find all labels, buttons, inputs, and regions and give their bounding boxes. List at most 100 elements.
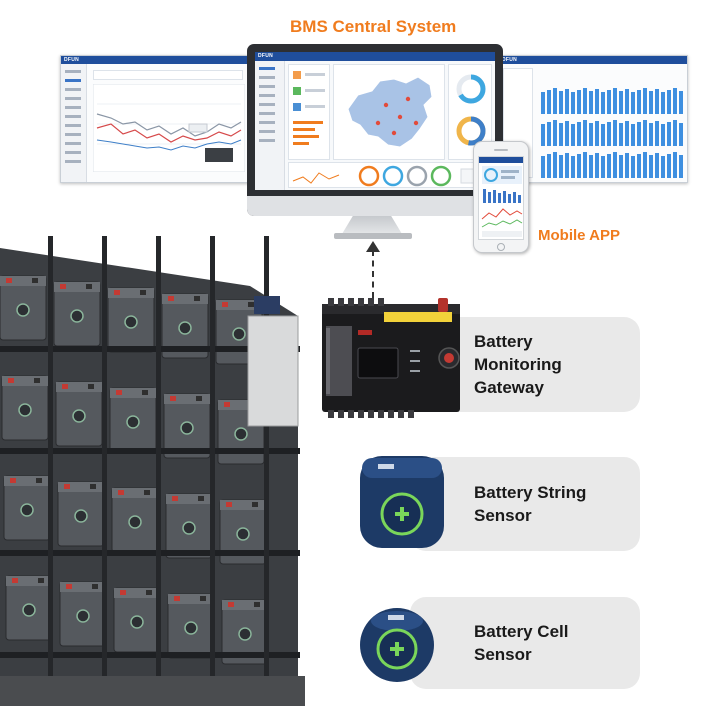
- cell-bar: [559, 91, 563, 114]
- string-sensor-label-bar: Battery String Sensor: [410, 457, 640, 551]
- cell-bar: [571, 124, 575, 146]
- cell-bar: [547, 122, 551, 146]
- cell-bar: [577, 90, 581, 114]
- cell-bar: [601, 124, 605, 146]
- cell-bar: [547, 90, 551, 114]
- cell-bar: [601, 156, 605, 178]
- cell-bar: [571, 92, 575, 114]
- dashed-up-arrow-icon: [366, 241, 380, 252]
- cell-voltage-bar-grid: [541, 88, 683, 178]
- battery-monitoring-gateway-device: [322, 298, 460, 418]
- gauge-row: [288, 162, 492, 188]
- cell-bar: [553, 88, 557, 114]
- cell-bar: [589, 123, 593, 146]
- monitor: DFUN: [247, 44, 503, 216]
- cell-bar: [565, 89, 569, 114]
- cell-bar: [667, 154, 671, 178]
- monitor-stand-base: [334, 233, 412, 239]
- cell-bar: [583, 152, 587, 178]
- cell-bar: [673, 152, 677, 178]
- cell-bar: [637, 122, 641, 146]
- string-sensor-label: Battery String Sensor: [474, 483, 587, 525]
- cell-bar: [559, 123, 563, 146]
- cell-bar: [595, 153, 599, 178]
- cell-bar: [547, 154, 551, 178]
- cell-bar: [595, 121, 599, 146]
- cell-bar: [679, 155, 683, 178]
- cell-bar: [553, 152, 557, 178]
- cell-bar: [601, 92, 605, 114]
- screen-topbar: DFUN: [499, 56, 687, 64]
- cell-bar: [679, 123, 683, 146]
- cell-bar: [649, 155, 653, 178]
- monitor-screen: DFUN: [255, 52, 495, 190]
- screen-logo: DFUN: [64, 57, 80, 63]
- history-chart-screen: DFUN: [60, 55, 250, 183]
- cell-bar: [625, 121, 629, 146]
- monitor-stand: [342, 216, 402, 234]
- site-map-panel: [333, 64, 445, 160]
- mobile-phone: [473, 141, 529, 253]
- connection-line: [372, 250, 374, 298]
- monitor-chin: [247, 196, 503, 216]
- cell-bar: [577, 122, 581, 146]
- cell-bar: [631, 156, 635, 178]
- plus-icon: [395, 507, 409, 521]
- cell-bar: [637, 154, 641, 178]
- history-line-chart: [93, 84, 245, 172]
- cell-bar: [541, 92, 545, 114]
- stats-panel: [288, 64, 330, 160]
- cell-sensor-label-bar: Battery Cell Sensor: [410, 597, 640, 689]
- screen-topbar: DFUN: [255, 52, 495, 61]
- gateway-label: Battery Monitoring Gateway: [474, 332, 562, 397]
- cell-bar: [649, 123, 653, 146]
- cell-bar: [643, 88, 647, 114]
- screen-topbar: DFUN: [61, 56, 249, 64]
- cell-bar: [625, 89, 629, 114]
- cell-bar: [679, 91, 683, 114]
- cell-bar: [655, 153, 659, 178]
- screen-sidebar: [61, 64, 87, 182]
- cell-bar: [673, 120, 677, 146]
- bms-central-system-title: BMS Central System: [290, 17, 457, 36]
- cell-bar: [667, 90, 671, 114]
- cell-bar: [619, 123, 623, 146]
- filter-bar: [93, 70, 243, 80]
- cell-bar: [643, 120, 647, 146]
- cell-bar: [559, 155, 563, 178]
- cell-bar: [631, 124, 635, 146]
- cell-bar: [607, 154, 611, 178]
- cell-bar: [589, 91, 593, 114]
- battery-string-sensor-device: [360, 456, 444, 548]
- cell-bar: [583, 88, 587, 114]
- cell-bar: [571, 156, 575, 178]
- cell-bar: [541, 156, 545, 178]
- cell-bar: [607, 122, 611, 146]
- screen-logo: DFUN: [258, 53, 274, 59]
- plus-icon: [390, 642, 404, 656]
- screen-logo: DFUN: [502, 57, 518, 63]
- battery-cell-sensor-device: [360, 608, 434, 682]
- cell-bar: [583, 120, 587, 146]
- cell-bar: [541, 124, 545, 146]
- cell-bar: [655, 121, 659, 146]
- cell-bar: [661, 156, 665, 178]
- cell-bar: [655, 89, 659, 114]
- cell-bar: [661, 124, 665, 146]
- cell-bar: [661, 92, 665, 114]
- cell-bar: [619, 155, 623, 178]
- cell-sensor-label: Battery Cell Sensor: [474, 622, 569, 664]
- cell-bar: [637, 90, 641, 114]
- cell-bar: [613, 88, 617, 114]
- cell-bar: [613, 152, 617, 178]
- cell-bar: [649, 91, 653, 114]
- cell-bar: [565, 153, 569, 178]
- cell-bar: [619, 91, 623, 114]
- cell-bar: [595, 89, 599, 114]
- cell-bar: [631, 92, 635, 114]
- cell-bar: [613, 120, 617, 146]
- cell-bar: [673, 88, 677, 114]
- cell-bar: [607, 90, 611, 114]
- cell-bar: [589, 155, 593, 178]
- cell-bar: [625, 153, 629, 178]
